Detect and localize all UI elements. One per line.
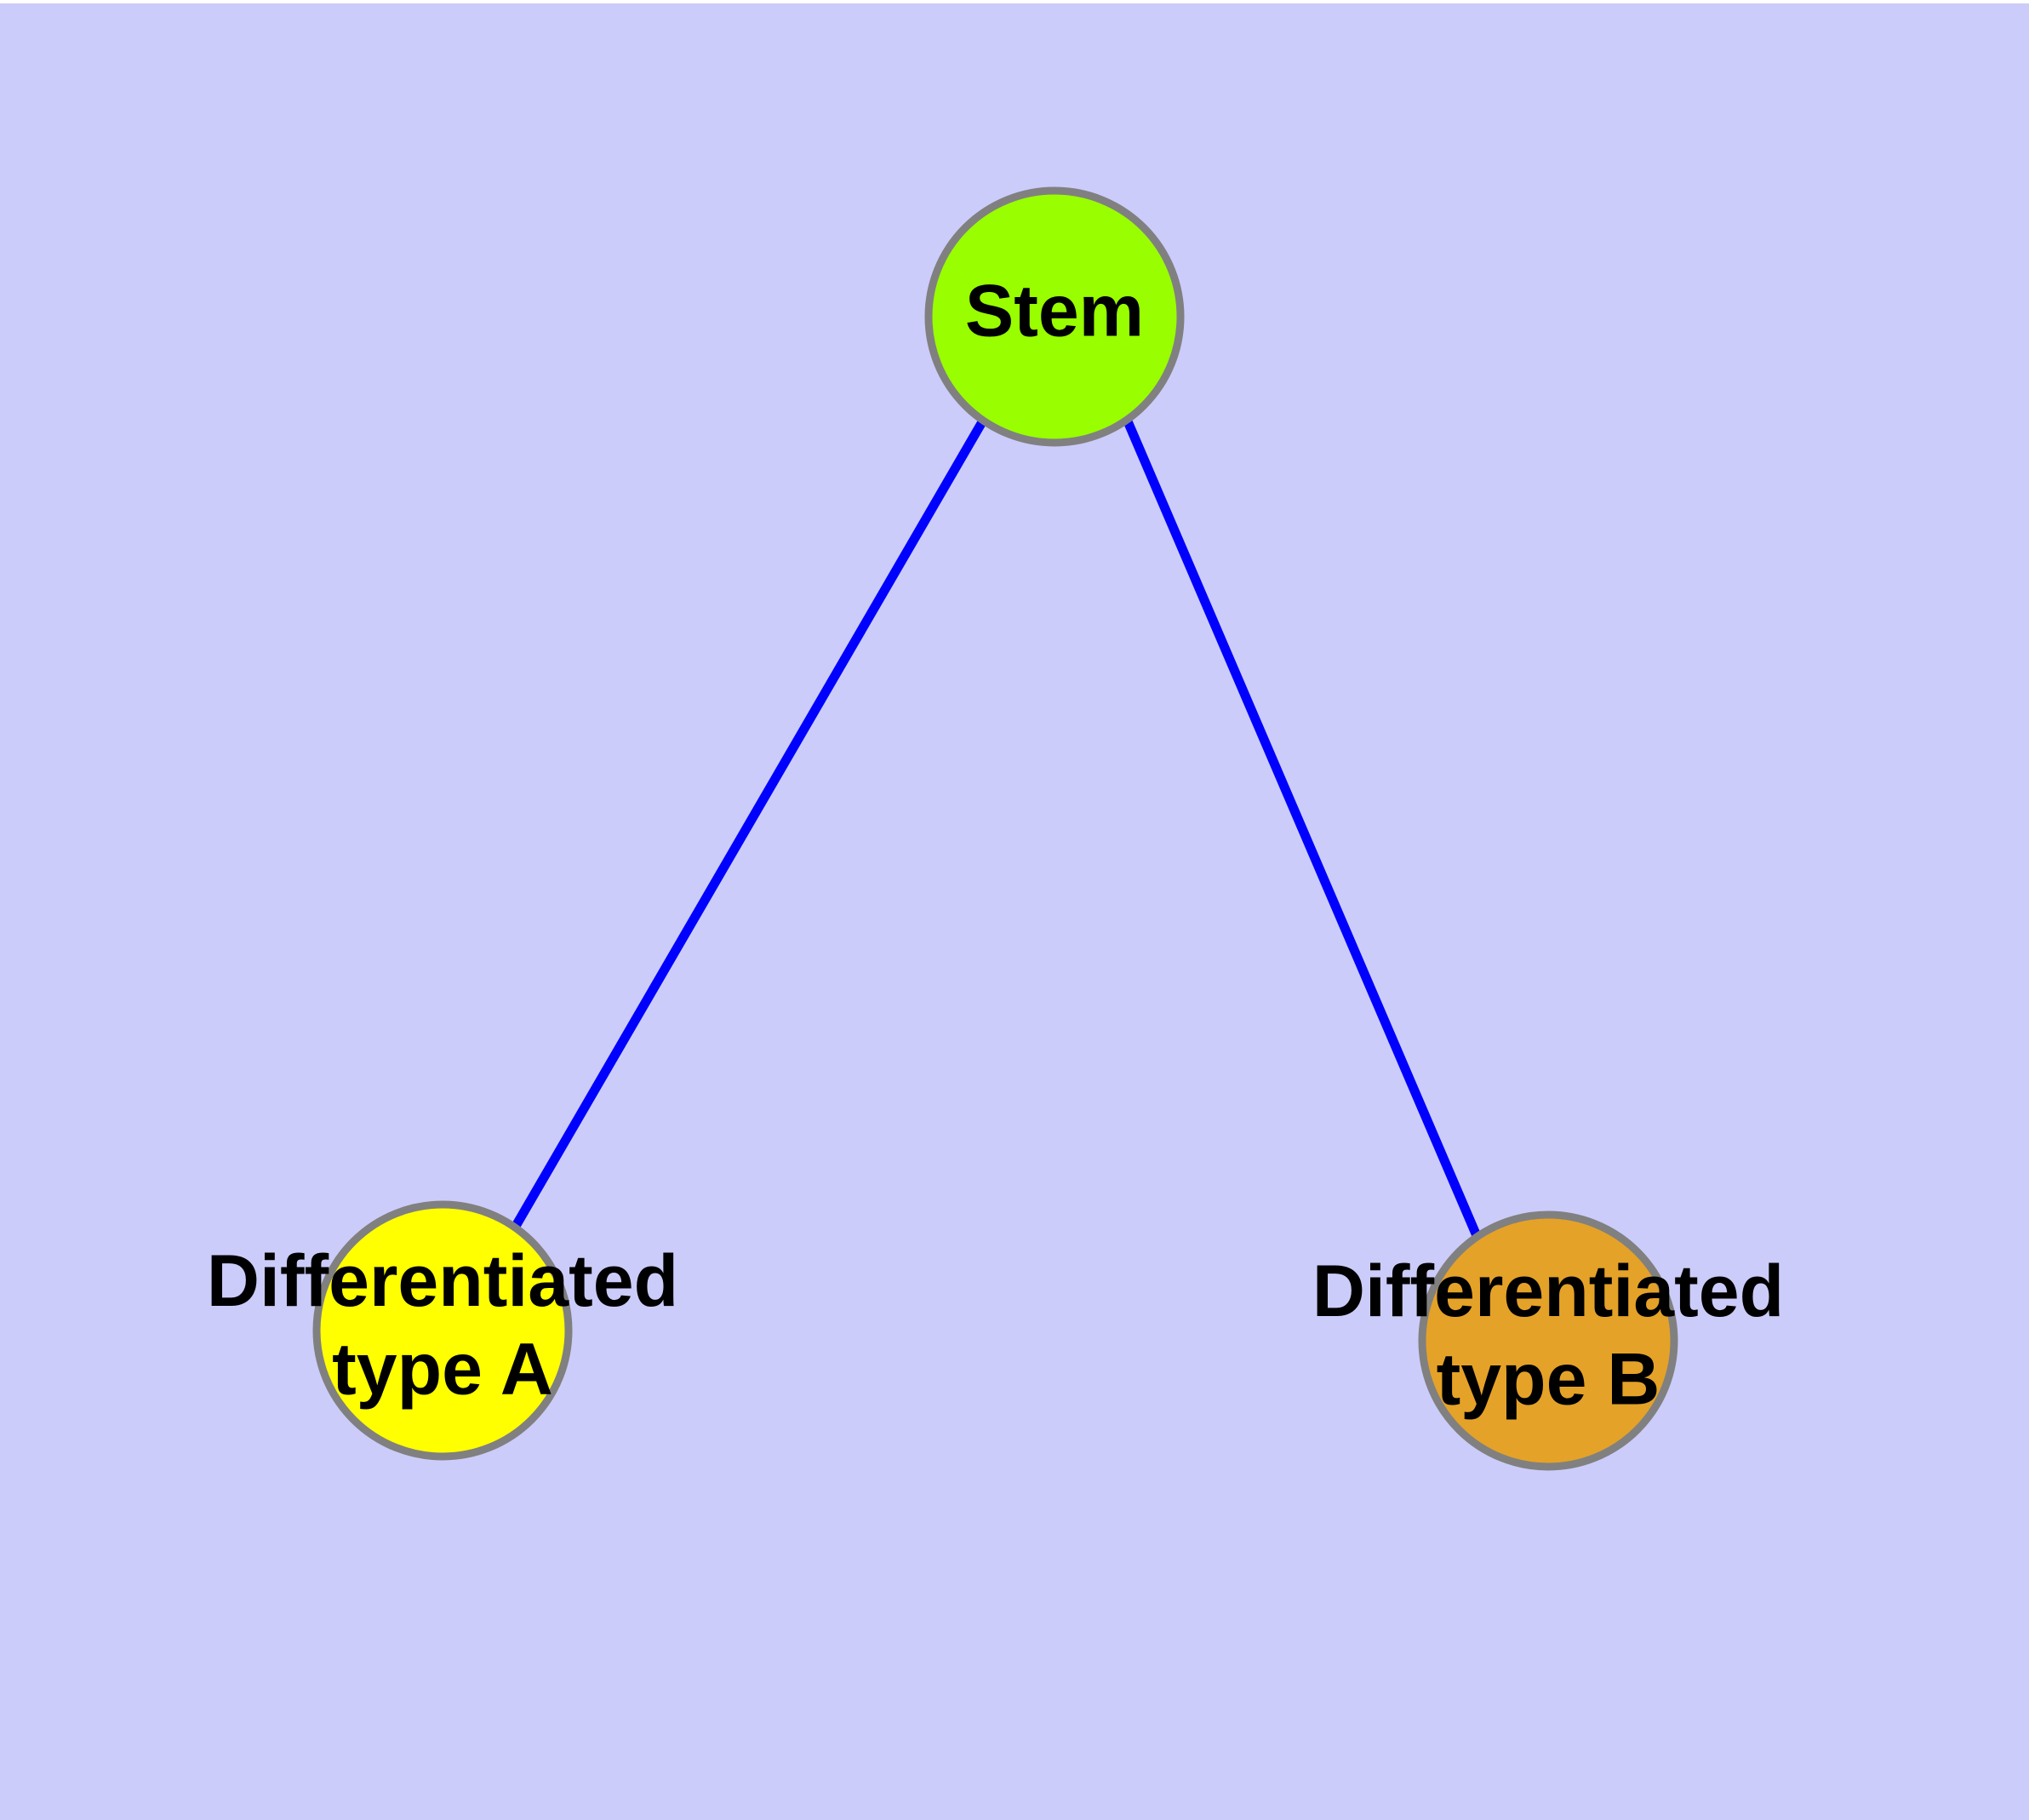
node-stem-circle[interactable] bbox=[924, 186, 1185, 447]
edge-stem-to-diff-a[interactable] bbox=[511, 418, 987, 1230]
node-stem[interactable]: Stem bbox=[924, 186, 1185, 447]
node-differentiated-type-b-label-line-1: Differentiated bbox=[1312, 1251, 1784, 1332]
node-differentiated-type-a-label-line-2: type A bbox=[332, 1328, 553, 1410]
node-differentiated-type-b-circle[interactable] bbox=[1418, 1210, 1678, 1471]
node-differentiated-type-b[interactable]: Differentiated type B bbox=[1312, 1210, 1784, 1471]
node-differentiated-type-a-circle[interactable] bbox=[312, 1200, 573, 1461]
node-differentiated-type-a[interactable]: Differentiated type A bbox=[207, 1200, 678, 1461]
edge-layer bbox=[511, 418, 1483, 1240]
node-differentiated-type-a-label-line-1: Differentiated bbox=[207, 1240, 678, 1322]
top-white-strip bbox=[0, 0, 2029, 3]
node-differentiated-type-b-label-line-2: type B bbox=[1437, 1338, 1660, 1420]
edge-stem-to-diff-b[interactable] bbox=[1123, 419, 1483, 1240]
node-stem-label-line-1: Stem bbox=[965, 271, 1144, 352]
